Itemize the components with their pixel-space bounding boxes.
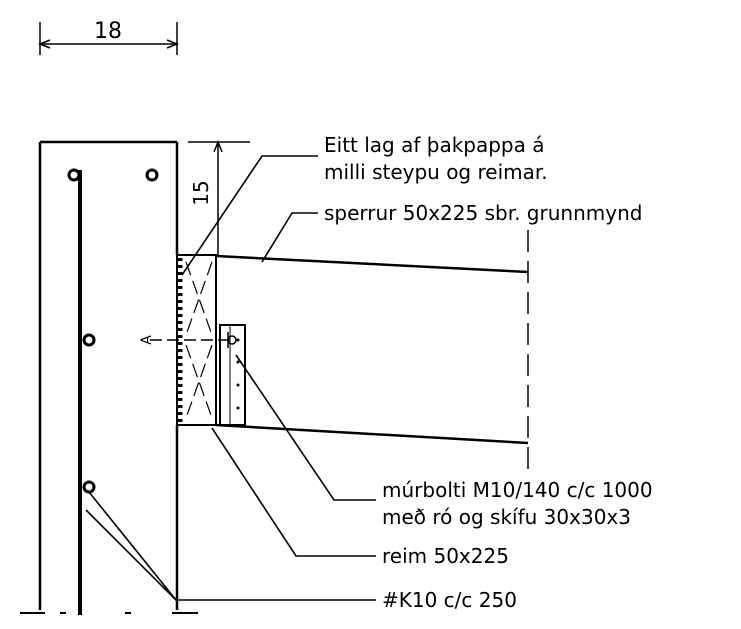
leader-rafter bbox=[261, 212, 318, 263]
dimension-top-text: 18 bbox=[94, 19, 122, 44]
label-felt-line2: milli steypu og reimar. bbox=[324, 160, 548, 184]
label-bolt-line1: múrbolti M10/140 c/c 1000 bbox=[382, 478, 653, 502]
top-dimension: 18 bbox=[37, 19, 180, 55]
leader-bolt bbox=[235, 354, 376, 501]
anchor-bolt: A bbox=[139, 332, 237, 348]
steel-bracket bbox=[219, 324, 246, 426]
rebar-dot-3 bbox=[82, 333, 96, 347]
leader-plate bbox=[211, 427, 376, 557]
leader-rebar bbox=[88, 491, 376, 601]
bolt-mark-text: A bbox=[139, 335, 155, 345]
label-rebar: #K10 c/c 250 bbox=[382, 588, 517, 612]
label-felt-line1: Eitt lag af þakpappa á bbox=[324, 133, 545, 157]
rebar-dot-4 bbox=[82, 480, 96, 494]
leader-felt bbox=[181, 155, 318, 276]
rebar-dot-1 bbox=[67, 168, 81, 182]
rebar-dot-2 bbox=[145, 168, 159, 182]
concrete-wall bbox=[20, 140, 198, 614]
dimension-side-text: 15 bbox=[189, 180, 213, 205]
annotations: Eitt lag af þakpappa á milli steypu og r… bbox=[324, 133, 653, 612]
label-rafter: sperrur 50x225 sbr. grunnmynd bbox=[324, 201, 642, 225]
leader-rebar-2 bbox=[85, 509, 177, 601]
reinforcement bbox=[67, 168, 159, 615]
leader-lines bbox=[85, 155, 376, 601]
rafter bbox=[215, 230, 529, 470]
label-plate: reim 50x225 bbox=[382, 544, 509, 568]
label-bolt-line2: með ró og skífu 30x30x3 bbox=[382, 505, 631, 529]
side-dimension: 15 bbox=[188, 139, 250, 255]
